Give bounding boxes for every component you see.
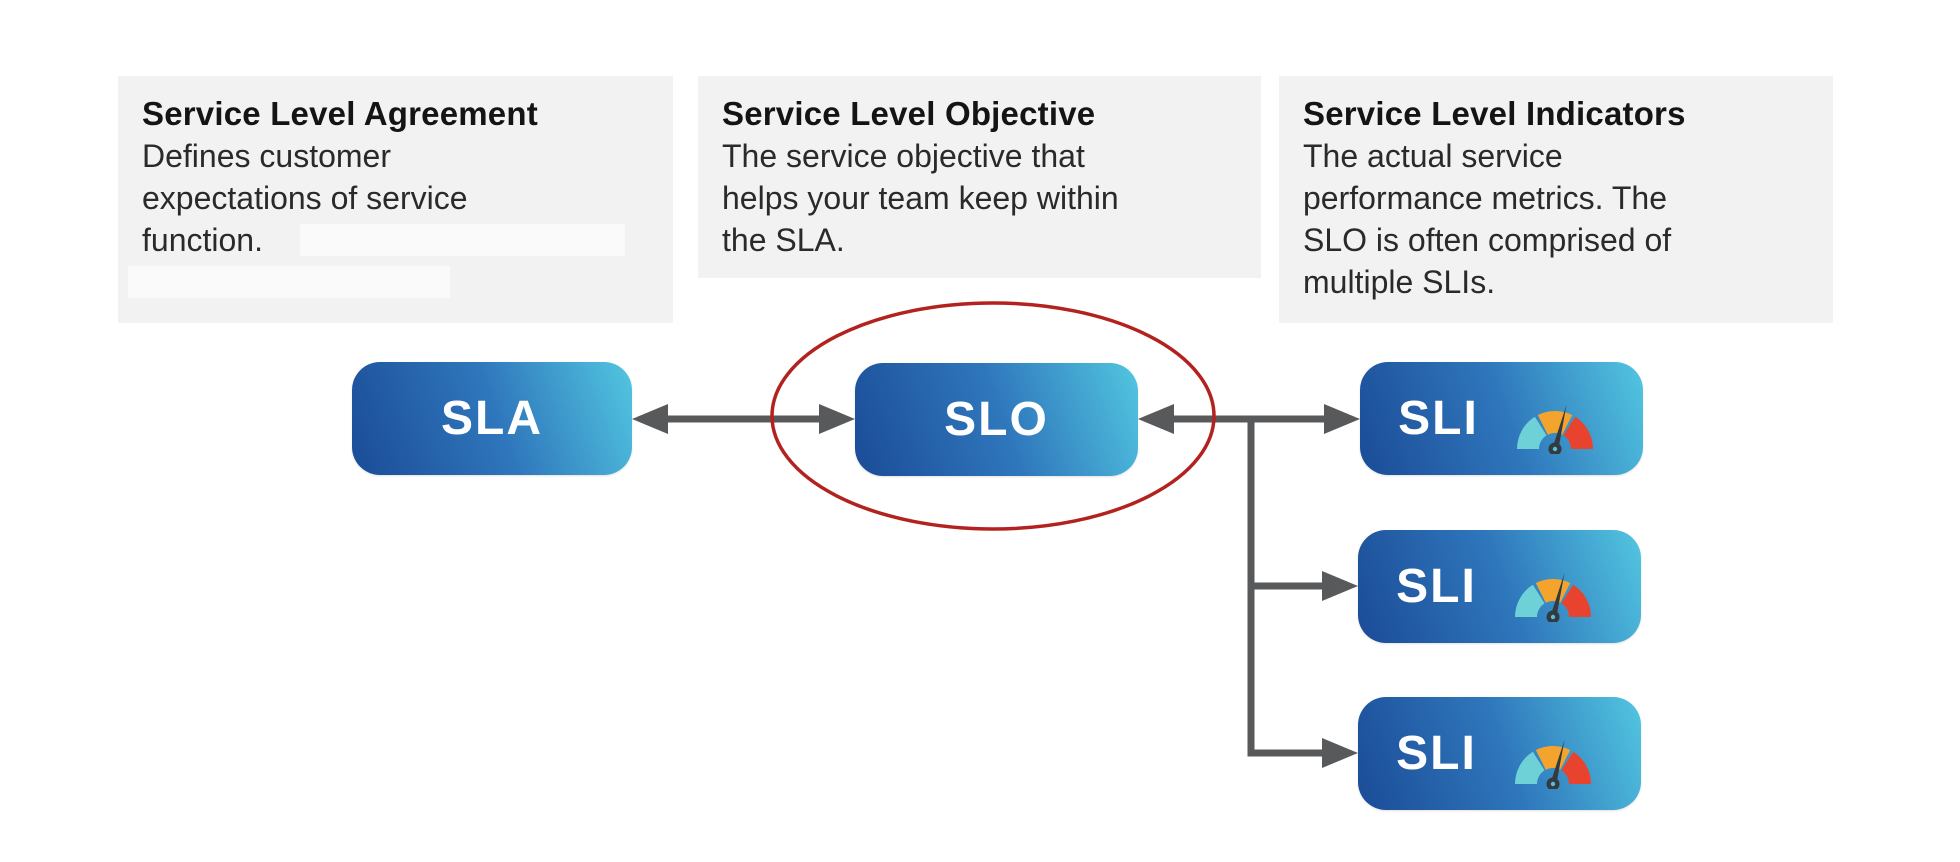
gauge-icon: [1516, 404, 1593, 454]
redacted-text-strip: [128, 266, 450, 298]
node-label: SLI: [1398, 392, 1479, 445]
node-sli-3: SLI: [1358, 697, 1641, 810]
node-label: SLA: [441, 392, 543, 445]
card-service-level-objective: Service Level Objective The service obje…: [698, 76, 1261, 278]
node-label: SLO: [944, 393, 1049, 446]
card-title: Service Level Objective: [722, 95, 1096, 132]
arrow-slis-to-slo-tree: [1138, 404, 1360, 768]
card-body-line: SLO is often comprised of: [1303, 222, 1672, 258]
card-body-line: Defines customer: [142, 138, 391, 174]
redacted-text-strip: [300, 224, 625, 256]
node-slo: SLO: [855, 363, 1138, 476]
card-service-level-indicators: Service Level Indicators The actual serv…: [1279, 76, 1833, 323]
node-sla: SLA: [352, 362, 632, 475]
card-body-line: helps your team keep within: [722, 180, 1119, 216]
gauge-icon: [1514, 739, 1591, 789]
card-body-line: The actual service: [1303, 138, 1563, 174]
card-body-line: function.: [142, 222, 263, 258]
node-label: SLI: [1396, 560, 1477, 613]
node-label: SLI: [1396, 727, 1477, 780]
gauge-icon: [1514, 572, 1591, 622]
arrow-sla-slo-bidirectional: [632, 404, 855, 434]
card-title: Service Level Agreement: [142, 95, 538, 132]
node-sli-1: SLI: [1360, 362, 1643, 475]
card-body-line: multiple SLIs.: [1303, 264, 1496, 300]
card-title: Service Level Indicators: [1303, 95, 1686, 132]
card-service-level-agreement: Service Level Agreement Defines customer…: [118, 76, 673, 323]
card-body-line: the SLA.: [722, 222, 845, 258]
card-body-line: performance metrics. The: [1303, 180, 1667, 216]
node-sli-2: SLI: [1358, 530, 1641, 643]
card-body-line: The service objective that: [722, 138, 1085, 174]
card-body-line: expectations of service: [142, 180, 468, 216]
